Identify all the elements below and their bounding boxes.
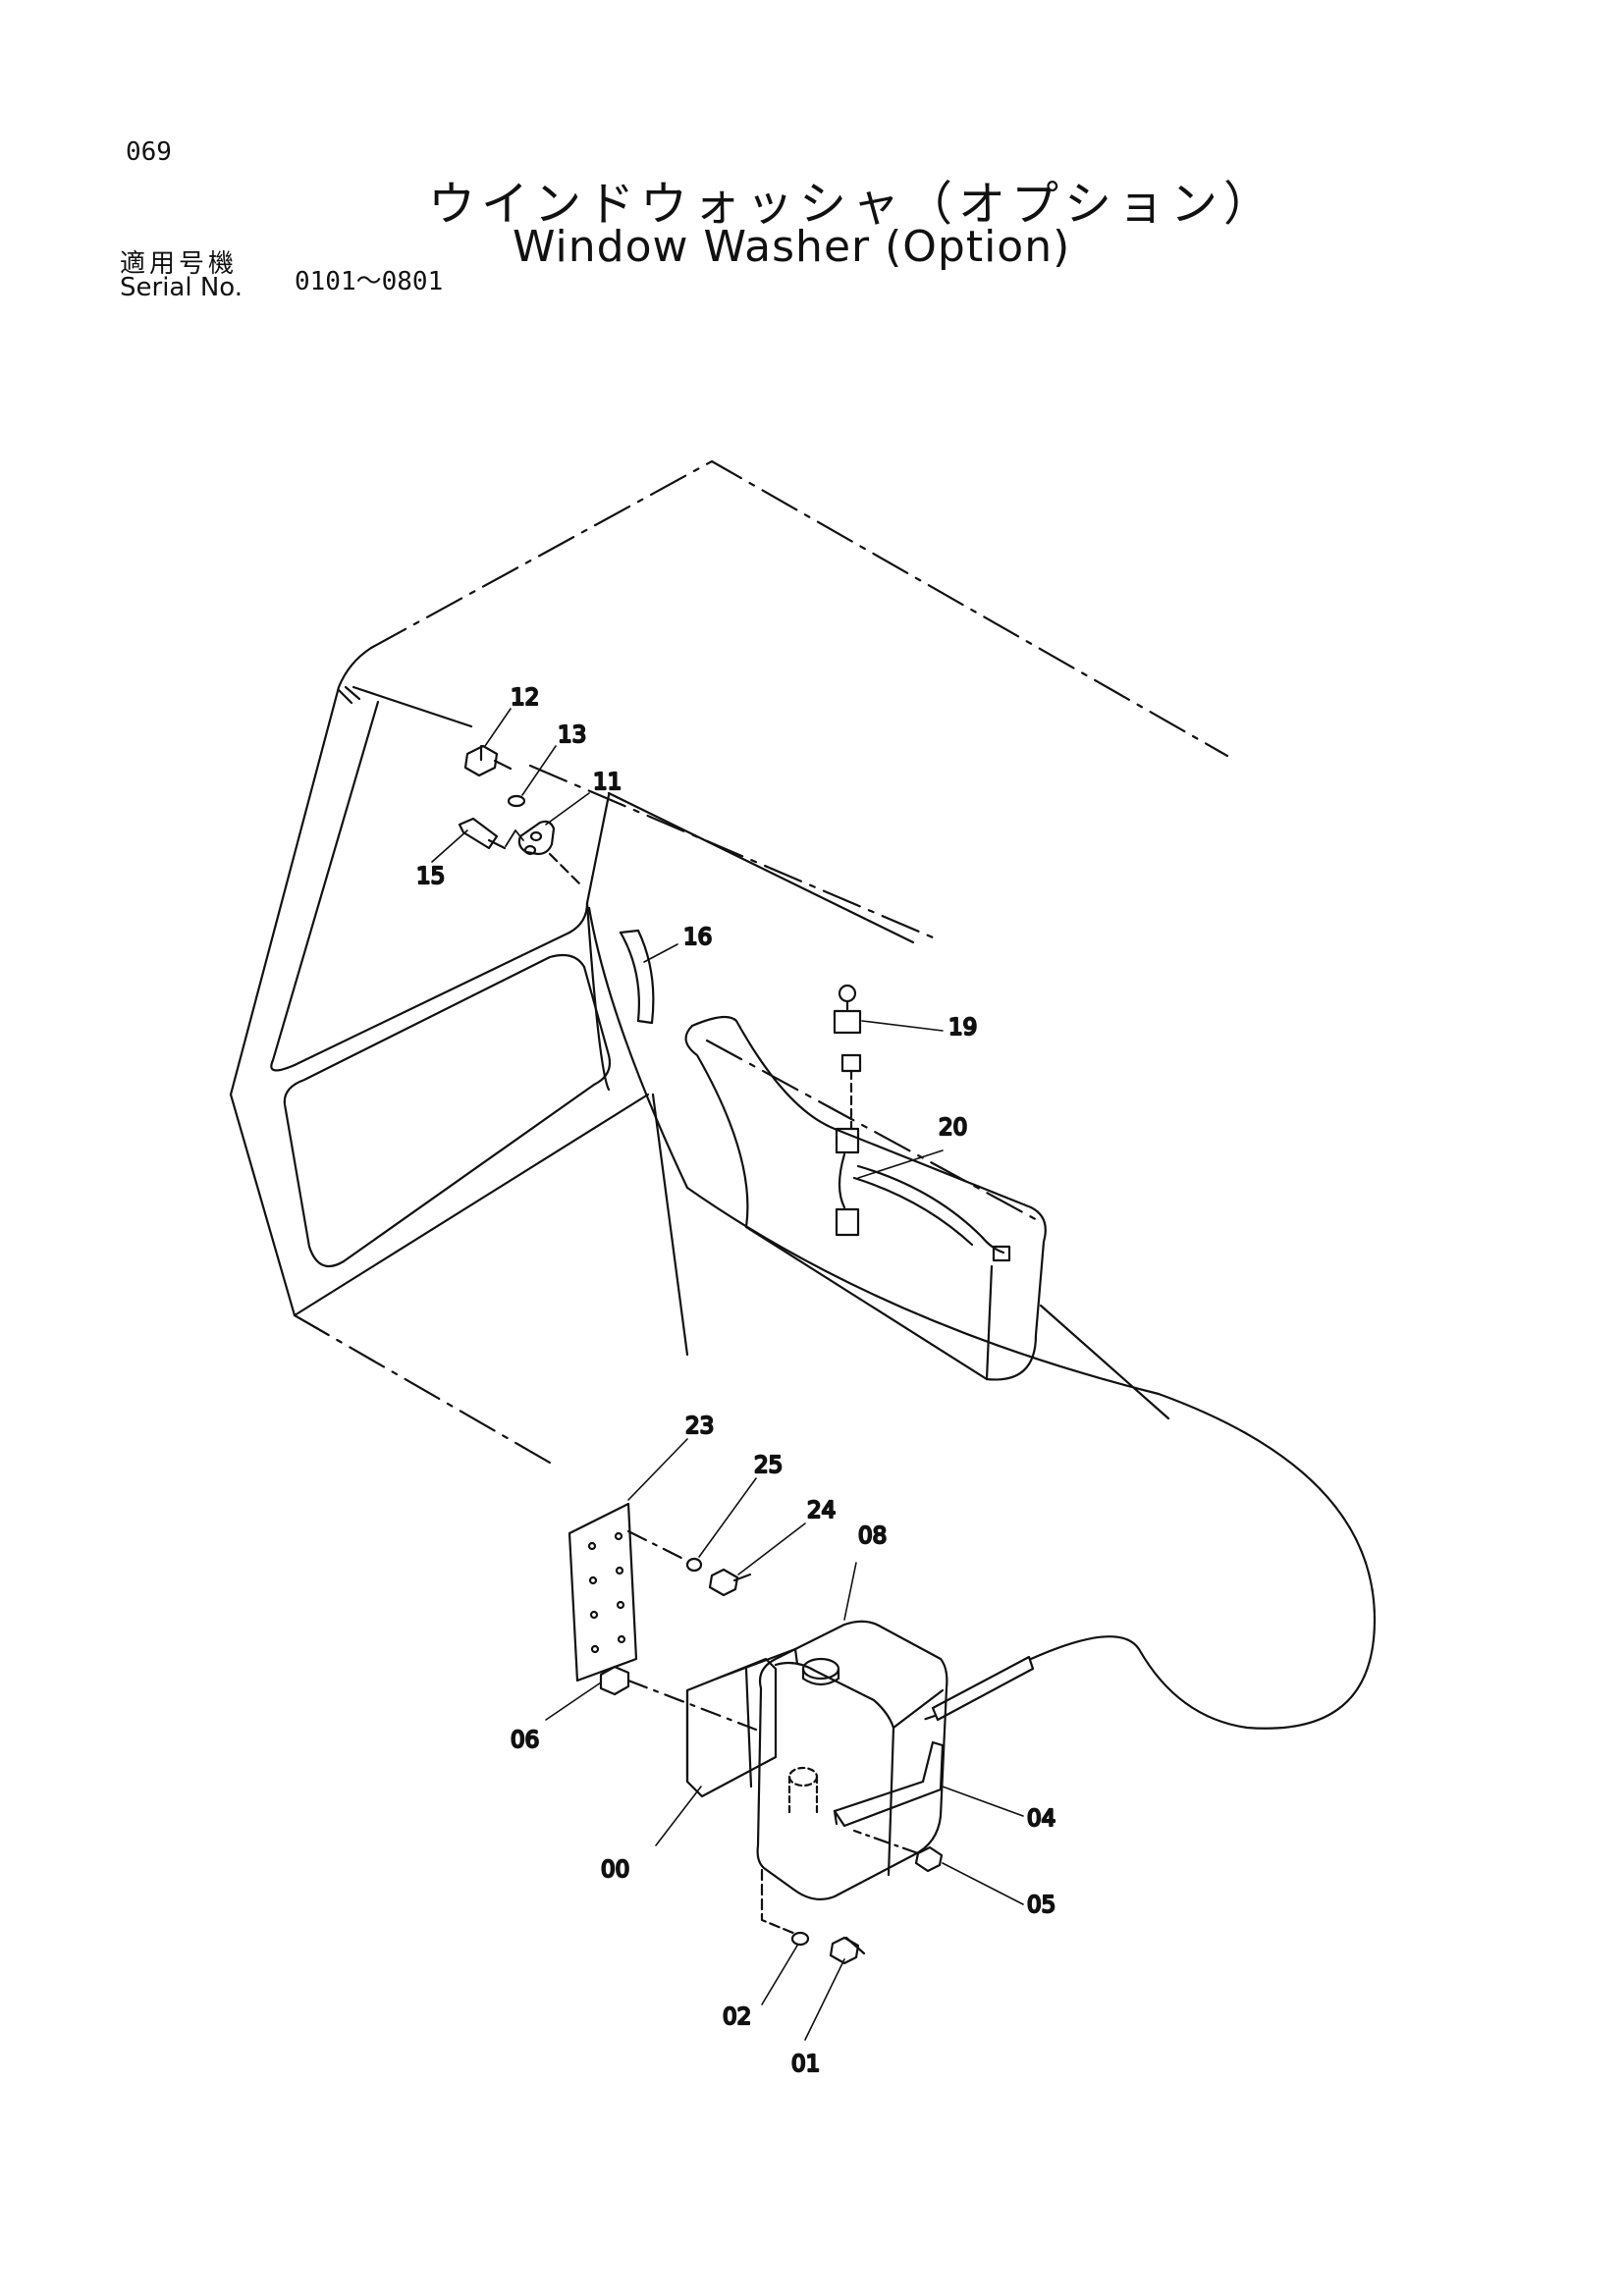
washer-hose <box>587 906 1377 1730</box>
label-part-06: 06 <box>511 1728 539 1753</box>
title-english: Window Washer (Option) <box>513 222 1071 272</box>
console-box <box>684 1015 1047 1381</box>
nozzle-assembly <box>458 744 655 1025</box>
label-part-05: 05 <box>1027 1893 1055 1918</box>
label-part-11: 11 <box>593 770 622 795</box>
label-part-00: 00 <box>601 1857 629 1883</box>
label-part-12: 12 <box>511 685 539 711</box>
cab-outline <box>229 459 1229 1465</box>
title-japanese: ウインドウォッシャ（オプション） <box>428 177 1277 232</box>
serial-label-japanese: 適用号機 <box>120 249 239 279</box>
label-part-02: 02 <box>723 2004 751 2030</box>
label-part-04: 04 <box>1027 1806 1055 1832</box>
label-part-01: 01 <box>791 2052 820 2077</box>
label-part-20: 20 <box>939 1115 967 1141</box>
switch-and-harness <box>833 984 1011 1262</box>
leader-lines <box>431 708 1024 2041</box>
serial-range: 0101～0801 <box>295 267 444 296</box>
washer-tank <box>685 1620 1035 1965</box>
label-part-13: 13 <box>558 722 586 748</box>
label-part-25: 25 <box>754 1453 783 1478</box>
part-labels: 12 13 11 15 16 19 20 23 25 24 08 06 04 0… <box>415 684 1056 2078</box>
page-number: 069 <box>126 137 172 167</box>
label-part-16: 16 <box>683 925 712 950</box>
label-part-23: 23 <box>685 1414 714 1439</box>
serial-label-english: Serial No. <box>120 273 243 302</box>
mounting-bracket <box>568 1502 758 1732</box>
label-part-08: 08 <box>858 1523 887 1549</box>
label-part-24: 24 <box>807 1498 836 1523</box>
label-part-19: 19 <box>948 1015 977 1041</box>
label-part-15: 15 <box>416 864 445 889</box>
